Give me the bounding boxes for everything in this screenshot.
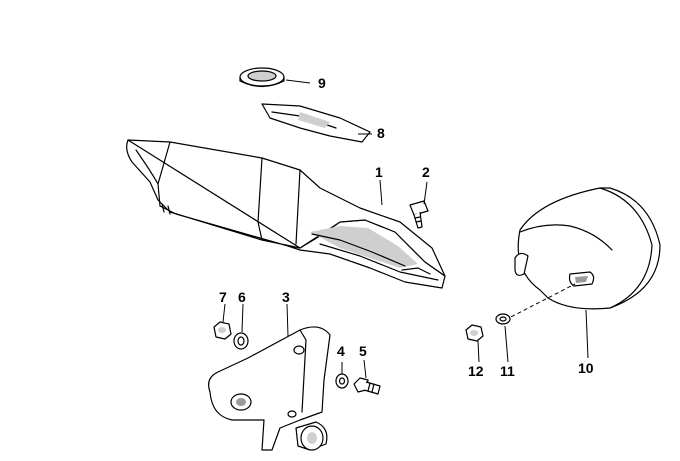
callout-10: 10 xyxy=(578,360,594,376)
callout-8: 8 xyxy=(377,125,385,141)
leader-7 xyxy=(222,303,226,323)
part-11-washer xyxy=(495,313,511,325)
callout-6: 6 xyxy=(238,289,246,305)
callout-11: 11 xyxy=(500,363,515,379)
part-3-bracket xyxy=(208,326,331,451)
part-4-washer xyxy=(335,373,349,389)
part-1-housing xyxy=(126,139,446,289)
assembly-axis-line xyxy=(504,283,576,321)
leader-10 xyxy=(585,309,589,359)
callout-3: 3 xyxy=(282,289,290,305)
callout-5: 5 xyxy=(359,343,367,359)
leader-lines xyxy=(222,79,589,379)
part-2-bolt xyxy=(409,200,429,229)
callout-7: 7 xyxy=(219,289,227,305)
leader-3 xyxy=(286,303,289,337)
part-5-screw xyxy=(353,377,381,395)
part-7-nut xyxy=(213,321,232,340)
leader-9 xyxy=(285,79,311,84)
part-9-grommet xyxy=(239,67,285,88)
leader-1 xyxy=(379,179,383,206)
part-8-gasket xyxy=(261,103,371,143)
callout-labels: 9 8 1 2 3 6 7 4 5 10 11 12 xyxy=(219,75,594,379)
part-6-spring-washer xyxy=(233,332,249,350)
leader-2 xyxy=(423,181,428,205)
leader-5 xyxy=(363,359,367,379)
callout-12: 12 xyxy=(468,363,484,379)
leader-11 xyxy=(504,325,509,363)
callout-9: 9 xyxy=(318,75,326,91)
leader-6 xyxy=(241,303,244,333)
part-12-nut xyxy=(465,324,484,342)
callout-2: 2 xyxy=(422,164,430,180)
callout-4: 4 xyxy=(337,343,345,359)
callout-1: 1 xyxy=(375,164,383,180)
leader-12 xyxy=(477,340,480,363)
part-10-end-cap xyxy=(514,187,661,310)
